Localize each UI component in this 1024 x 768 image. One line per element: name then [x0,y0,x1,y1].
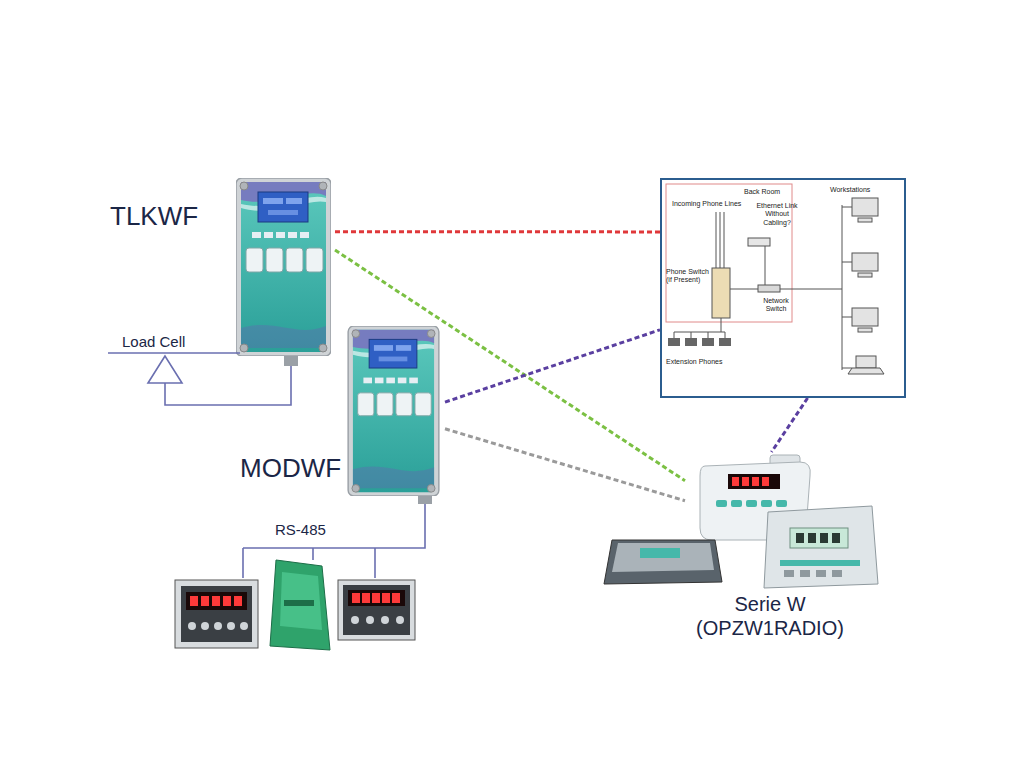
text-holder: Workstations [830,186,890,194]
text-holder: Load Cell [122,333,222,350]
sensor-label: Load Cell [122,333,222,350]
text-holder: Network Switch [754,297,798,314]
desk-indicator [764,506,878,588]
device-name: MODWF [240,453,345,484]
switch-label: Network Switch [754,297,798,314]
line-label: Incoming Phone Lines [672,200,762,208]
serie-w-group: Serie W (OPZW1RADIO) [685,452,858,643]
text-holder: Back Room [744,188,794,196]
rs485-bus [243,504,425,578]
platform-scale [604,540,722,584]
device-name: TLKWF [110,201,240,232]
modwf-module: MODWF [235,322,445,500]
tlkwf-transmitter: TLKWF [105,175,335,358]
modwf-device [348,326,439,504]
network-panel: Back RoomIncoming Phone LinesEthernet Li… [660,178,906,398]
dashed-link [335,230,660,233]
dashed-link [772,398,808,452]
link-label: Ethernet Link Without Cabling? [752,202,802,227]
switch-label: Phone Switch (if Present) [666,268,710,285]
text-holder: Ethernet Link Without Cabling? [752,202,802,227]
bus-label: RS-485 [275,521,375,538]
dashed-link [335,250,685,481]
text-holder: TLKWF [110,201,240,232]
din-module [270,560,330,650]
text-holder: Extension Phones [666,358,726,366]
panel-indicator [338,580,415,640]
dashed-link [445,429,685,501]
text-holder: Phone Switch (if Present) [666,268,710,285]
text-holder: Incoming Phone Lines [672,200,762,208]
tlkwf-device [236,178,331,366]
text-holder: Serie W (OPZW1RADIO) [685,593,855,640]
phone-label: Extension Phones [666,358,726,366]
text-holder: MODWF [240,453,345,484]
load-cell-symbol [108,353,291,405]
product-name: Serie W (OPZW1RADIO) [685,593,855,640]
text-holder: RS-485 [275,521,375,538]
group-label: Workstations [830,186,890,194]
network-illustration [660,178,906,398]
dashed-link [445,330,660,402]
room-label: Back Room [744,188,794,196]
panel-indicator [175,580,258,648]
